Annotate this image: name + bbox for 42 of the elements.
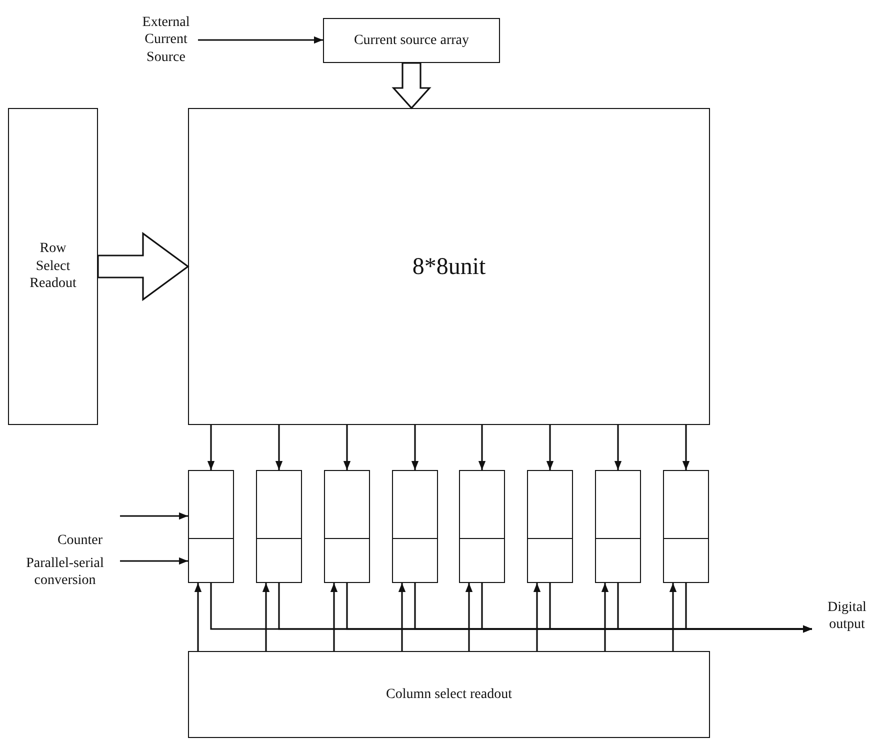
arrow xyxy=(601,583,609,651)
process-box xyxy=(188,651,710,738)
arrow xyxy=(262,583,270,651)
arrow xyxy=(275,425,283,470)
box-label: Column select readout xyxy=(386,686,512,704)
block-arrow xyxy=(97,232,190,302)
arrow xyxy=(682,425,690,470)
counter-box xyxy=(459,470,505,583)
arrow xyxy=(330,583,338,651)
arrow xyxy=(198,36,323,44)
block-arrow xyxy=(392,62,432,110)
arrow xyxy=(685,583,812,633)
pixel-array-box xyxy=(188,108,710,425)
arrow xyxy=(207,425,215,470)
box-label: Row Select Readout xyxy=(30,240,76,293)
counter-box xyxy=(595,470,641,583)
arrow xyxy=(478,425,486,470)
annotation-text: Counter xyxy=(57,532,103,550)
arrow xyxy=(120,557,188,565)
arrow xyxy=(465,583,473,651)
arrow xyxy=(398,583,406,651)
annotation-text: Digital output xyxy=(826,598,868,634)
counter-box xyxy=(256,470,302,583)
arrow xyxy=(614,425,622,470)
annotation-text: External Current Source xyxy=(141,14,191,66)
counter-box xyxy=(663,470,709,583)
box-label: 8*8unit xyxy=(412,252,486,282)
annotation-text: Parallel-serial conversion xyxy=(25,554,105,590)
counter-box xyxy=(324,470,370,583)
counter-box xyxy=(527,470,573,583)
process-box xyxy=(323,18,500,63)
arrow xyxy=(343,425,351,470)
counter-box xyxy=(392,470,438,583)
arrow xyxy=(533,583,541,651)
counter-box xyxy=(188,470,234,583)
arrow xyxy=(669,583,677,651)
arrow xyxy=(194,583,202,651)
arrow xyxy=(120,512,188,520)
process-box xyxy=(8,108,98,425)
box-label: Current source array xyxy=(354,32,470,50)
arrow xyxy=(546,425,554,470)
arrow xyxy=(411,425,419,470)
